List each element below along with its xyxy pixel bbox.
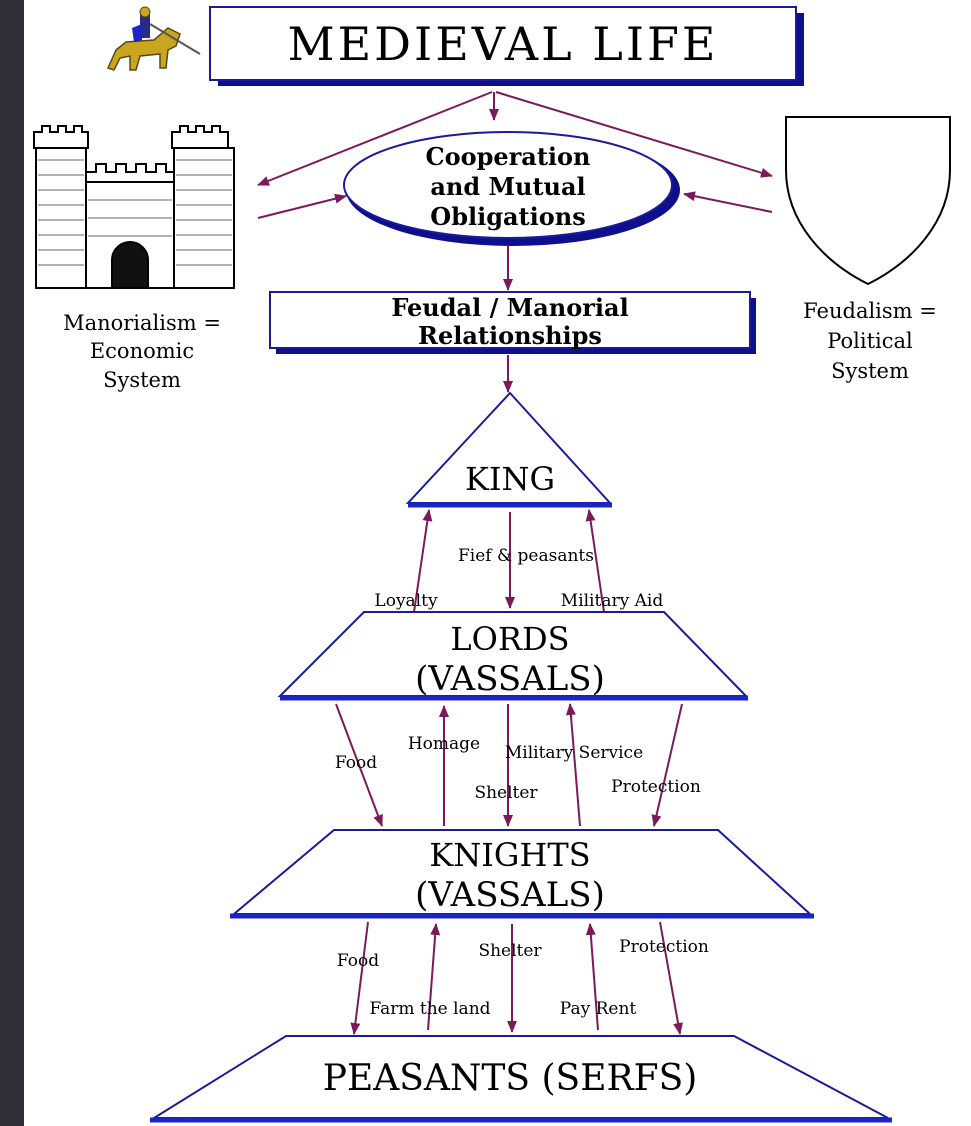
knights-peasants-arrows [350,921,683,1035]
lords-level: LORDS (VASSALS) [277,611,749,701]
fief-label: Fief & peasants [458,546,594,566]
shelter-label: Shelter [478,941,542,961]
page-title: MEDIEVAL LIFE [287,17,718,71]
arrow [257,193,347,219]
lords-knights-labels: Food Homage Military Service Shelter Pro… [335,734,701,803]
ellipse-line: Cooperation [425,142,590,171]
left-caption-line: Economic [90,339,194,363]
military-aid-label: Military Aid [561,591,664,611]
protection-label: Protection [619,937,709,957]
protection-label: Protection [611,777,701,797]
peasants-label: PEASANTS (SERFS) [323,1058,698,1099]
arrow [585,509,605,613]
right-caption-line: System [831,359,909,383]
arrow [335,703,383,827]
title-box: MEDIEVAL LIFE [209,6,804,86]
king-label: KING [465,460,555,498]
knight-on-horse-icon [106,6,201,71]
lords-knights-arrows [335,703,683,827]
loyalty-label: Loyalty [374,591,438,611]
relationships-line: Relationships [418,321,602,350]
knights-label: KNIGHTS [429,836,590,874]
shield-icon [785,116,951,286]
lords-label: LORDS [450,620,569,658]
knights-peasants-labels: Food Farm the land Shelter Pay Rent Prot… [337,937,709,1019]
arrow [495,91,773,178]
knights-sub-label: (VASSALS) [415,875,605,915]
right-caption: Feudalism = Political System [803,299,937,383]
farm-label: Farm the land [369,999,490,1019]
military-service-label: Military Service [505,743,643,763]
pay-rent-label: Pay Rent [560,999,637,1019]
homage-label: Homage [408,734,480,754]
king-lords-arrows [413,509,605,613]
left-caption: Manorialism = Economic System [63,311,221,392]
left-caption-line: System [103,368,181,392]
lords-sub-label: (VASSALS) [415,659,605,699]
relationships-box: Feudal / Manorial Relationships [269,291,756,354]
food-label: Food [337,951,379,971]
arrow [565,703,581,827]
arrow [257,91,493,186]
ellipse-line: and Mutual [430,172,585,201]
right-caption-line: Political [827,329,913,353]
knights-level: KNIGHTS (VASSALS) [230,829,814,919]
diagram-svg: MEDIEVAL LIFE Manorialism = Economic Sys… [33,6,951,1123]
arrow [651,703,683,827]
cooperation-ellipse: Cooperation and Mutual Obligations [343,131,680,246]
food-label: Food [335,753,377,773]
arrow [585,923,599,1031]
relationships-line: Feudal / Manorial [391,293,628,322]
arrow [683,191,773,213]
king-level: KING [405,391,613,508]
arrow [427,923,441,1031]
right-caption-line: Feudalism = [803,299,937,323]
arrow [413,509,433,613]
king-lords-labels: Fief & peasants Loyalty Military Aid [374,546,663,611]
peasants-level: PEASANTS (SERFS) [150,1035,892,1123]
medieval-life-diagram: MEDIEVAL LIFE Manorialism = Economic Sys… [24,0,971,1126]
ellipse-line: Obligations [430,202,585,231]
arrow [659,921,683,1035]
top-arrows [257,91,773,393]
left-caption-line: Manorialism = [63,311,221,335]
arrow [350,921,369,1035]
castle-icon [33,125,235,289]
shelter-label: Shelter [474,783,538,803]
